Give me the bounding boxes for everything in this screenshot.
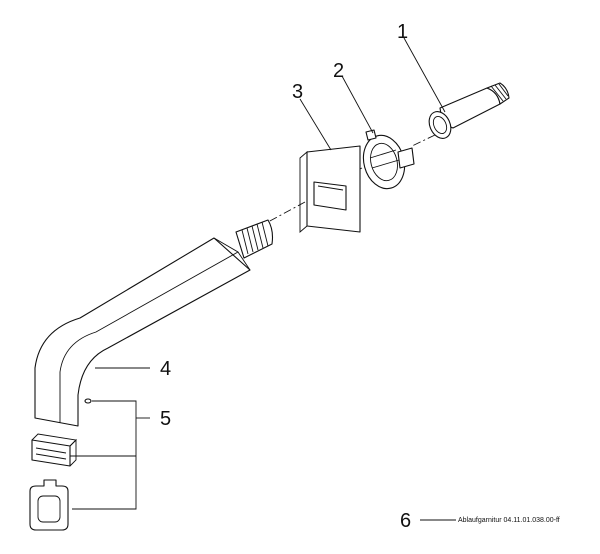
part-1-threaded-nipple (428, 82, 510, 139)
part-2-mounting-ring (362, 129, 415, 190)
callout-1: 1 (397, 21, 408, 43)
drainage-set-label: Ablaufgarnitur 04.11.01.038.00-ff (458, 517, 560, 524)
part-4-spout-body (34, 219, 274, 427)
callout-2: 2 (333, 60, 344, 82)
callout-6: 6 (400, 510, 411, 532)
callout-4: 4 (160, 358, 171, 380)
callout-3: 3 (292, 81, 303, 103)
callout-5: 5 (160, 408, 171, 430)
leader-lines (70, 37, 456, 521)
part-5-aerator-and-key (29, 433, 77, 531)
part-3-square-cover-plate (299, 145, 361, 233)
